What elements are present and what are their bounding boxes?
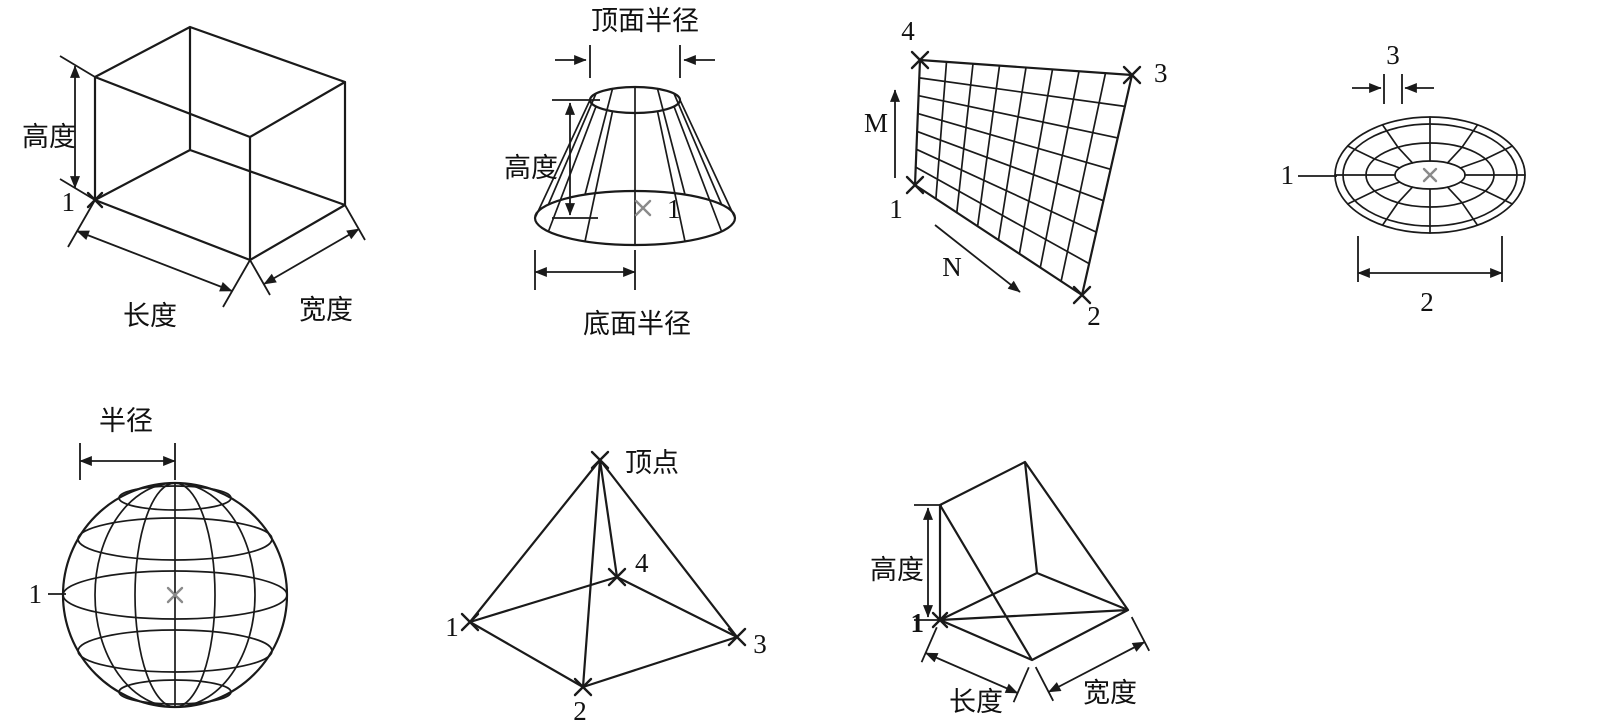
wedge-width-label: 宽度 [1083,678,1137,708]
mesh-point4-label: 4 [901,16,915,46]
mesh-point1-marker [905,175,925,195]
wedge-width-dimension [1034,616,1150,702]
cone-center-marker [634,199,652,217]
side-facet-lines [534,86,736,246]
torus-tube-label: 3 [1386,40,1400,70]
sphere-radius-label: 半径 [99,406,153,436]
wedge-diagram: 高度 长度 宽度 1 [870,460,1150,717]
wedge-height-label: 高度 [870,555,924,585]
box-diagram: 高度 长度 宽度 1 [22,25,366,331]
mesh-point3-label: 3 [1154,58,1168,88]
torus-tube-dimension [1352,74,1434,104]
extension-lines [589,45,681,78]
sphere-wireframe [61,481,289,709]
wedge-height-dimension [914,504,942,621]
cone-top-radius-dimension [555,45,715,78]
pyramid-diagram: 顶点 1 2 3 4 [445,448,767,725]
pyramid-wireframe [468,458,739,689]
mesh-point1-label: 1 [889,194,903,224]
mesh-wireframe [913,58,1134,297]
torus-wireframe [1334,116,1526,234]
pyramid-apex-label: 顶点 [625,448,679,478]
cone-height-label: 高度 [504,153,558,183]
extension-lines [1357,236,1503,282]
wedge-point1-label: 1 [911,608,925,638]
torus-center-marker [1422,167,1438,183]
mesh-point4-marker [910,50,930,70]
cone-bottom-radius-label: 底面半径 [583,309,691,339]
sphere-point1-label: 1 [29,579,43,609]
mesh-column-lines [935,61,1107,283]
extension-lines [534,250,636,290]
box-point1-marker [86,191,104,209]
wedge-length-label: 长度 [949,687,1003,717]
box-length-label: 长度 [123,301,177,331]
cone-wireframe [533,85,737,247]
torus-radius-dimension [1357,236,1503,282]
torus-diagram: 1 3 2 [1281,40,1526,317]
wedge-wireframe [938,460,1130,662]
sphere-center-marker [166,586,184,604]
box-height-label: 高度 [22,122,76,152]
dimension-arrow [925,652,1019,694]
torus-point1-label: 1 [1281,160,1295,190]
pyramid-point3-label: 3 [753,629,767,659]
box-width-dimension [249,204,366,296]
mesh-diagram: M N 4 3 1 2 [864,16,1168,331]
dimension-arrow [263,228,360,285]
mesh-point2-label: 2 [1087,301,1101,331]
mesh-m-axis-label: M [864,108,888,138]
cone-point1-label: 1 [667,194,681,224]
pyramid-point4-label: 4 [635,548,649,578]
sphere-diagram: 半径 1 [29,406,289,709]
wedge-point1-marker [931,611,949,629]
box-width-label: 宽度 [299,295,353,325]
n-axis-arrow [934,224,1021,293]
pyramid-point2-marker [573,677,593,697]
cone-height-dimension [552,99,600,219]
cone-diagram: 顶面半径 高度 底面半径 1 [504,6,737,339]
extension-lines [914,504,942,621]
dimension-arrow [76,230,233,292]
box-height-dimension [59,55,96,201]
extension-lines [552,99,600,219]
box-wireframe [93,25,347,262]
mesh-n-axis-label: N [942,252,962,282]
pyramid-point2-label: 2 [573,696,587,725]
cone-top-radius-label: 顶面半径 [591,6,699,36]
pyramid-apex-marker [590,450,610,470]
pyramid-point1-marker [460,612,480,632]
extension-lines [1383,74,1403,104]
box-length-dimension [67,199,251,308]
torus-radius-label: 2 [1420,287,1434,317]
pyramid-point4-marker [607,567,627,587]
sphere-radius-dimension [79,443,176,480]
extension-lines [67,199,251,308]
box-point1-label: 1 [62,187,76,217]
pyramid-point3-marker [727,627,747,647]
dimension-arrow [1048,641,1146,693]
spoke-lines [1334,116,1526,234]
cone-bottom-radius-dimension [534,250,636,290]
extension-lines [920,626,1030,703]
wedge-length-dimension [920,626,1030,703]
pyramid-point1-label: 1 [445,612,459,642]
mesh-point3-marker [1122,65,1142,85]
mesh-point2-marker [1072,285,1092,305]
extension-lines [249,204,366,296]
extension-lines [1034,616,1150,702]
